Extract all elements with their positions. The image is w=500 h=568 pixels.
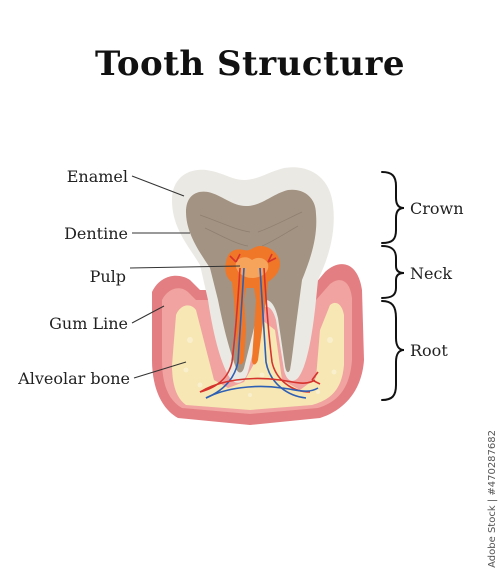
diagram-title: Tooth Structure xyxy=(94,44,406,84)
alveolar-bone-label: Alveolar bone xyxy=(17,369,130,388)
enamel-leader xyxy=(131,175,185,197)
pulp-leader xyxy=(129,265,241,269)
root-brace xyxy=(381,300,405,401)
pulp-label: Pulp xyxy=(90,267,126,286)
neck-brace xyxy=(381,245,405,299)
crown-label: Crown xyxy=(410,199,464,218)
gum-line-label: Gum Line xyxy=(49,314,128,333)
leader-lines xyxy=(129,175,241,379)
alveolar-bone-leader xyxy=(133,361,187,379)
stock-id: Adobe Stock | #470287682 xyxy=(487,430,498,568)
crown-brace xyxy=(381,171,405,244)
tooth-diagram: Tooth Structure xyxy=(17,44,498,568)
bone-texture xyxy=(183,337,337,397)
dentine-label: Dentine xyxy=(64,224,128,243)
blood-vessels xyxy=(199,253,321,399)
tooth-illustration: Enamel Dentine Pulp Gum Line Alveolar bo… xyxy=(17,167,464,425)
dentine-texture xyxy=(199,211,303,247)
enamel-label: Enamel xyxy=(67,167,128,186)
gum-line-leader xyxy=(131,305,165,324)
root-label: Root xyxy=(410,341,448,360)
neck-label: Neck xyxy=(410,264,452,283)
